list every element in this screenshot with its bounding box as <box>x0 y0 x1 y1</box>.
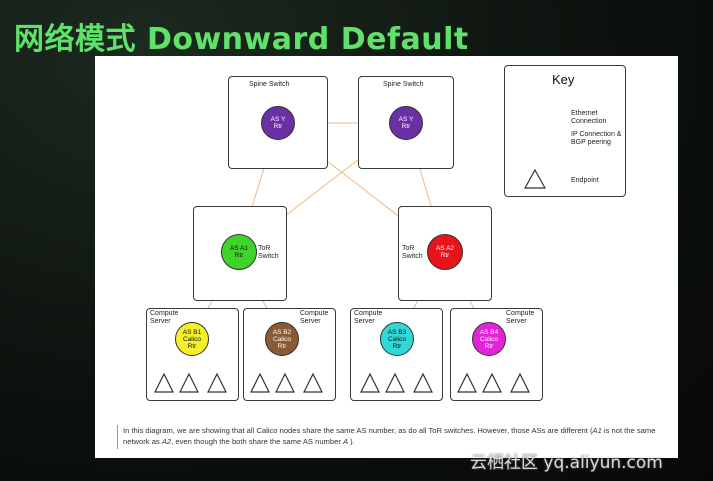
spine-switch-2-label: Spine Switch <box>383 81 424 88</box>
endpoint-icon <box>207 372 227 393</box>
endpoint-icon <box>457 372 477 393</box>
key-ip-label: IP Connection & BGP peering <box>571 131 622 146</box>
endpoint-icon <box>360 372 380 393</box>
compute-server-4-label: Compute Server <box>506 310 535 325</box>
slide-title: 网络模式 Downward Default <box>14 22 469 57</box>
endpoint-icon <box>413 372 433 393</box>
compute-server-3-label: Compute Server <box>354 310 383 325</box>
key-endpoint-icon <box>524 169 546 189</box>
key-endpoint-label: Endpoint <box>571 177 599 184</box>
spine-switch-1-label: Spine Switch <box>249 81 290 88</box>
tor-switch-1-label: ToR Switch <box>258 245 279 260</box>
endpoint-icon <box>385 372 405 393</box>
diagram-caption: In this diagram, we are showing that all… <box>117 425 668 449</box>
watermark: 云栖社区 yq.aliyun.com <box>470 453 663 473</box>
endpoint-icon <box>250 372 270 393</box>
endpoint-icon <box>179 372 199 393</box>
endpoint-icon <box>303 372 323 393</box>
endpoint-icon <box>510 372 530 393</box>
endpoint-icon <box>154 372 174 393</box>
compute-server-1-label: Compute Server <box>150 310 179 325</box>
compute-server-2-label: Compute Server <box>300 310 329 325</box>
endpoints <box>154 372 530 393</box>
endpoint-icon <box>482 372 502 393</box>
key-ethernet-label: Ethernet Connection <box>571 110 607 125</box>
endpoint-icon <box>275 372 295 393</box>
tor-switch-2-label: ToR Switch <box>402 245 423 260</box>
key-title: Key <box>552 72 575 87</box>
key-panel <box>504 65 626 197</box>
